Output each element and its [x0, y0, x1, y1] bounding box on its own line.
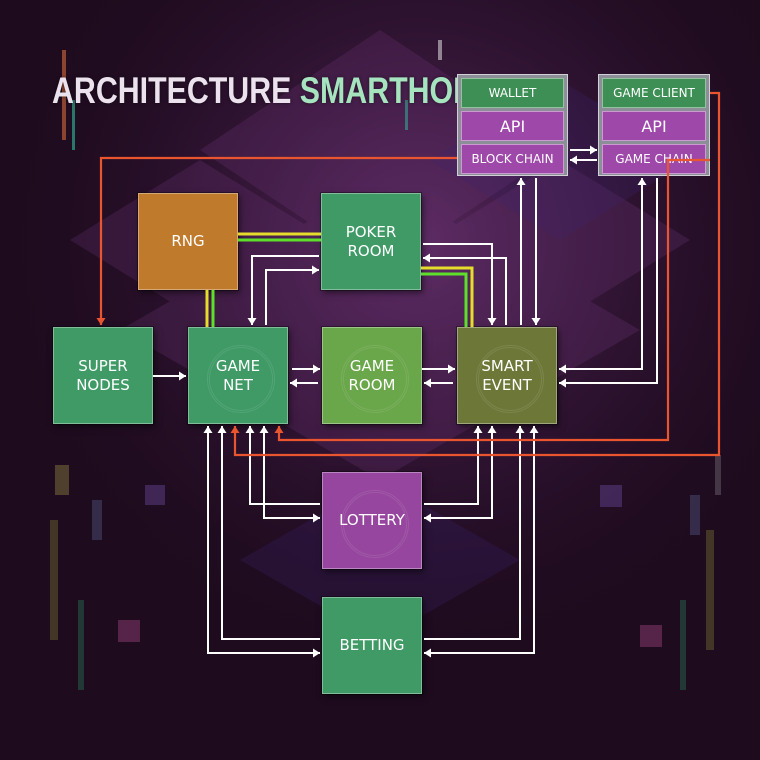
lottery-label: LOTTERY	[339, 511, 405, 529]
game-room-node: GAME ROOM	[322, 327, 422, 424]
block-chain-block: BLOCK CHAIN	[461, 144, 564, 174]
client-stack: GAME CLIENT API GAME CHAIN	[598, 74, 710, 176]
rng-label: RNG	[171, 232, 205, 250]
wallet-block: WALLET	[461, 78, 564, 108]
wallet-stack: WALLET API BLOCK CHAIN	[457, 74, 568, 176]
client-api-block: API	[602, 111, 706, 141]
game-net-node: GAME NET	[188, 327, 288, 424]
betting-node: BETTING	[322, 597, 422, 694]
smart-event-label: SMART EVENT	[481, 356, 533, 394]
super-nodes-label: SUPER NODES	[76, 356, 130, 394]
poker-room-node: POKER ROOM	[321, 193, 421, 290]
lottery-node: LOTTERY	[322, 472, 422, 569]
poker-room-label: POKER ROOM	[345, 222, 397, 260]
rng-node: RNG	[138, 193, 238, 290]
title-word-architecture: ARCHITECTURE	[52, 70, 292, 111]
betting-label: BETTING	[339, 636, 405, 654]
game-room-label: GAME ROOM	[348, 356, 396, 394]
emblem-icon	[341, 489, 409, 558]
game-chain-block: GAME CHAIN	[602, 144, 706, 174]
background-bars	[50, 40, 721, 690]
smart-event-node: SMART EVENT	[457, 327, 557, 424]
game-net-label: GAME NET	[215, 356, 261, 394]
game-client-block: GAME CLIENT	[602, 78, 706, 108]
wallet-api-block: API	[461, 111, 564, 141]
super-nodes-node: SUPER NODES	[53, 327, 153, 424]
